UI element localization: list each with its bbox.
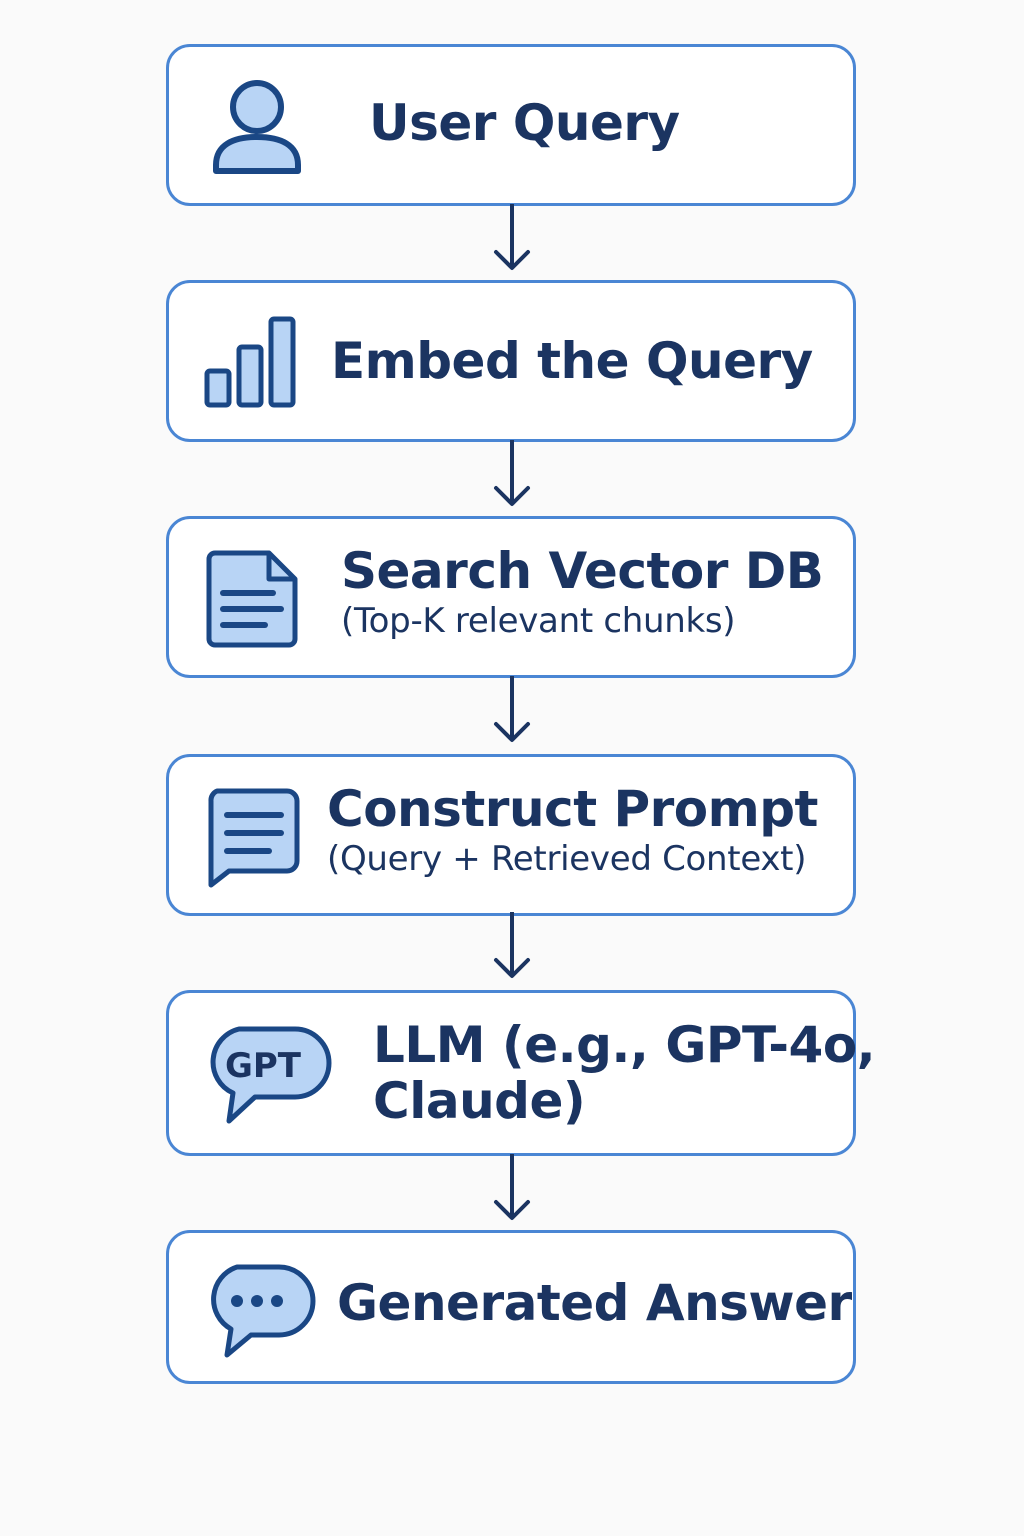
step-title-line1: LLM (e.g., GPT-4o, <box>373 1016 876 1074</box>
flow-arrow <box>494 204 530 270</box>
gpt-bubble-icon: GPT <box>210 1026 332 1124</box>
step-title: Embed the Query <box>331 332 813 390</box>
step-subtitle: (Top-K relevant chunks) <box>341 601 736 641</box>
message-lines-icon <box>208 788 300 888</box>
step-title: Search Vector DB <box>341 542 824 600</box>
document-icon <box>206 550 298 648</box>
gpt-icon-text: GPT <box>225 1046 302 1086</box>
flow-arrow <box>494 440 530 506</box>
flow-arrow <box>494 912 530 978</box>
flow-arrow <box>494 676 530 742</box>
step-label: LLM (e.g., GPT-4o, Claude) <box>373 1016 876 1130</box>
step-title: Generated Answer <box>337 1274 852 1332</box>
step-label: Construct Prompt (Query + Retrieved Cont… <box>327 781 818 881</box>
step-user-query: User Query <box>166 44 856 206</box>
user-icon <box>213 80 301 174</box>
step-construct-prompt: Construct Prompt (Query + Retrieved Cont… <box>166 754 856 916</box>
step-label: Search Vector DB (Top-K relevant chunks) <box>341 542 824 643</box>
step-subtitle: (Query + Retrieved Context) <box>327 839 807 879</box>
step-label: Generated Answer <box>337 1275 852 1331</box>
flow-arrow <box>494 1154 530 1220</box>
step-search-vector-db: Search Vector DB (Top-K relevant chunks) <box>166 516 856 678</box>
step-title: Construct Prompt <box>327 780 818 838</box>
step-llm: GPT LLM (e.g., GPT-4o, Claude) <box>166 990 876 1156</box>
step-title: User Query <box>369 94 680 152</box>
step-generated-answer: Generated Answer <box>166 1230 856 1384</box>
chat-dots-icon <box>211 1264 316 1358</box>
step-label: User Query <box>369 95 680 151</box>
bar-chart-icon <box>204 316 296 408</box>
step-embed-query: Embed the Query <box>166 280 856 442</box>
step-title-line2: Claude) <box>373 1072 586 1130</box>
step-label: Embed the Query <box>331 333 813 389</box>
